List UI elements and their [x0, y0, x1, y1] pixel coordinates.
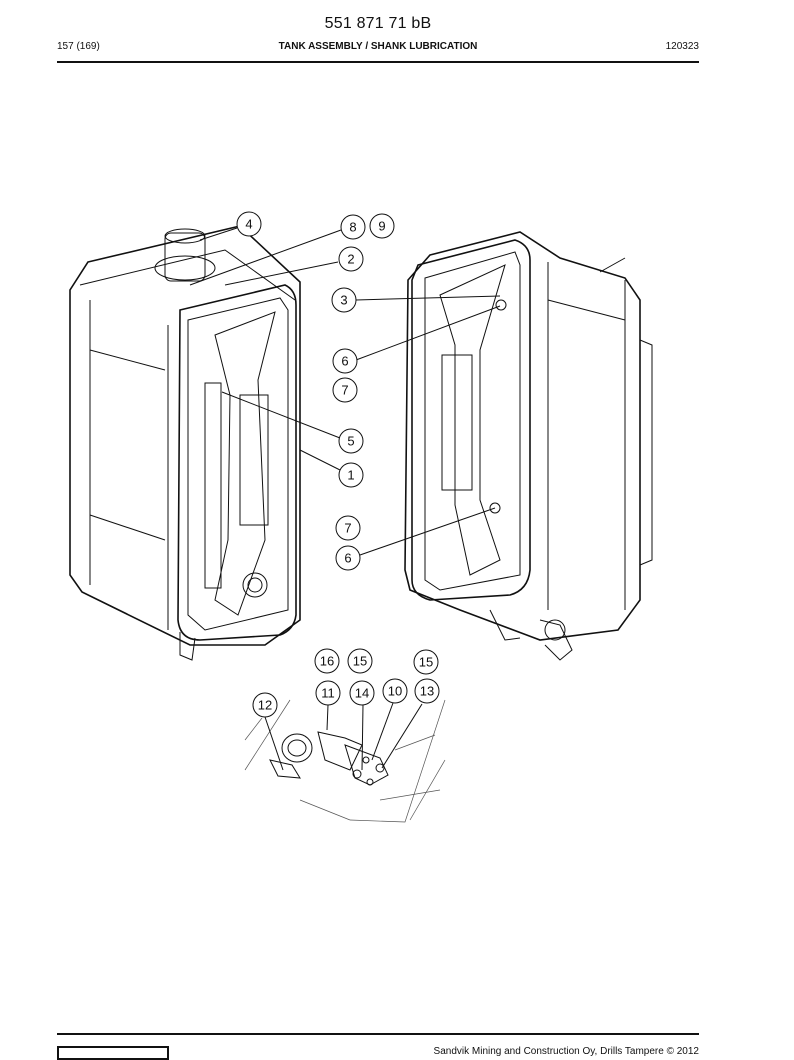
callout-6-upper: 6	[332, 348, 358, 374]
svg-text:5: 5	[347, 434, 354, 449]
callout-15-right: 15	[413, 649, 439, 675]
svg-text:6: 6	[341, 354, 348, 369]
page-number: 157 (169)	[57, 41, 100, 52]
callout-4: 4	[236, 211, 262, 237]
header-divider	[57, 61, 699, 63]
svg-text:2: 2	[347, 252, 354, 267]
svg-text:13: 13	[420, 684, 434, 699]
svg-text:14: 14	[355, 686, 369, 701]
footer-divider	[57, 1033, 699, 1035]
svg-text:11: 11	[321, 686, 335, 701]
detail-view-illustration	[244, 699, 446, 823]
callout-10: 10	[382, 678, 408, 704]
svg-text:10: 10	[388, 684, 402, 699]
svg-text:16: 16	[320, 654, 334, 669]
svg-text:1: 1	[347, 468, 354, 483]
svg-text:12: 12	[258, 698, 272, 713]
svg-text:3: 3	[340, 293, 347, 308]
callout-8: 8	[340, 214, 366, 240]
callout-11: 11	[315, 680, 341, 706]
callout-9: 9	[369, 213, 395, 239]
left-tank-illustration	[69, 225, 301, 661]
callout-16: 16	[314, 648, 340, 674]
svg-text:7: 7	[341, 383, 348, 398]
footer-copyright: Sandvik Mining and Construction Oy, Dril…	[433, 1046, 699, 1057]
svg-text:15: 15	[353, 654, 367, 669]
page-title: TANK ASSEMBLY / SHANK LUBRICATION	[278, 41, 478, 52]
svg-text:9: 9	[378, 219, 385, 234]
svg-text:15: 15	[419, 655, 433, 670]
page-header: 157 (169) TANK ASSEMBLY / SHANK LUBRICAT…	[57, 41, 699, 55]
company-logo	[57, 1046, 169, 1060]
svg-text:8: 8	[349, 220, 356, 235]
callout-7-lower: 7	[335, 515, 361, 541]
callout-14: 14	[349, 680, 375, 706]
callout-12: 12	[252, 692, 278, 718]
document-code: 120323	[665, 41, 699, 52]
right-tank-illustration	[404, 231, 653, 661]
callout-13: 13	[414, 678, 440, 704]
svg-text:7: 7	[344, 521, 351, 536]
callout-15-left: 15	[347, 648, 373, 674]
callout-3: 3	[331, 287, 357, 313]
callout-7-upper: 7	[332, 377, 358, 403]
leader-lines	[189, 227, 501, 771]
callout-1: 1	[338, 462, 364, 488]
document-number: 551 871 71 bB	[324, 15, 432, 32]
svg-text:4: 4	[245, 217, 252, 232]
callout-6-lower: 6	[335, 545, 361, 571]
svg-text:6: 6	[344, 551, 351, 566]
callout-5: 5	[338, 428, 364, 454]
callout-2: 2	[338, 246, 364, 272]
